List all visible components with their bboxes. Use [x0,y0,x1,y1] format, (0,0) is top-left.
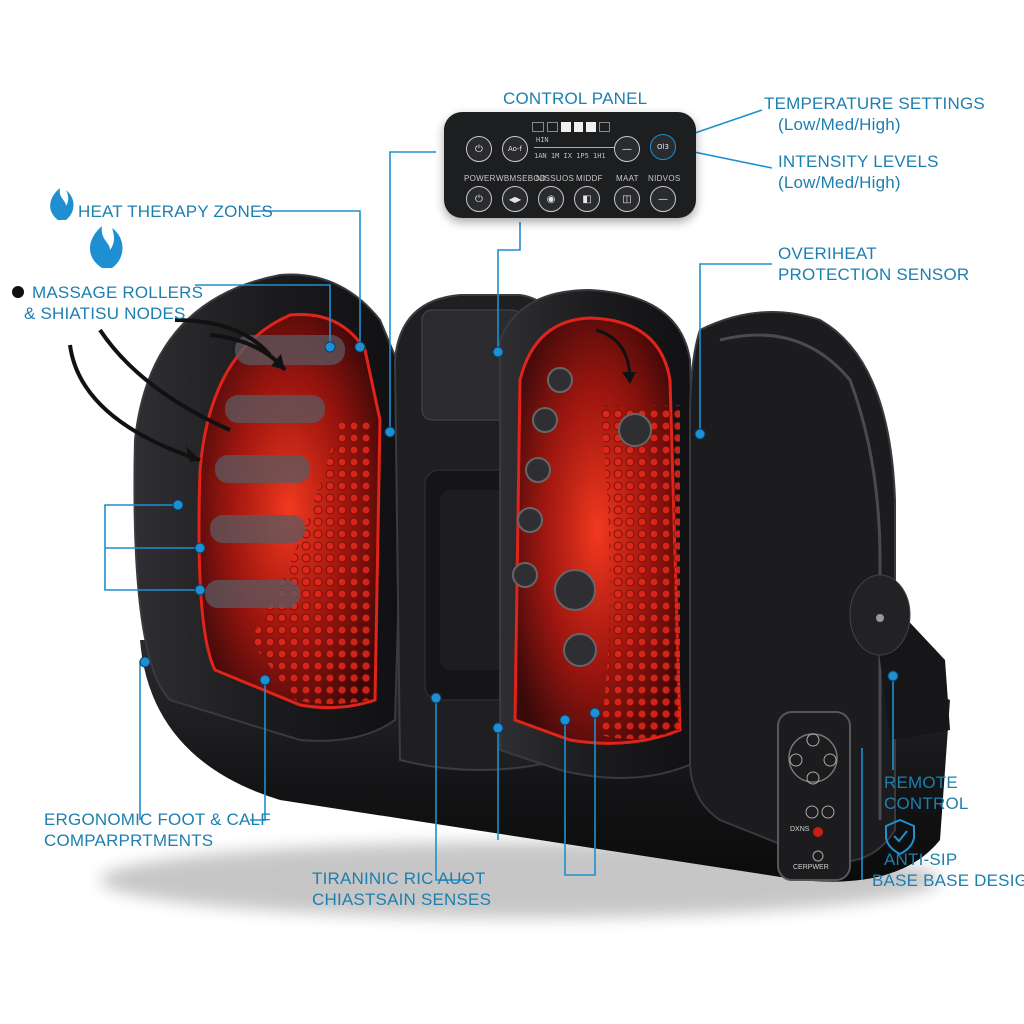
right-rollers [512,367,652,667]
panel-minus-top-button[interactable]: — [614,136,640,162]
panel-caption: POWER [464,174,496,183]
label-ergonomic-compartments: ERGONOMIC FOOT & CALF COMPARPRTMENTS [44,810,271,850]
label-remote-control: REMOTE CONTROL [884,773,969,813]
label-anti-slip-base: ANTI-SIP BASE BASE DESIGN [872,850,1024,890]
panel-caption: NISSUOS [536,174,575,183]
bullet-icon [12,286,24,298]
label-temperature-settings: TEMPERATURE SETTINGS (Low/Med/High) [764,94,985,134]
left-nodes [250,420,372,704]
panel-heat-button[interactable]: ◫ [614,186,640,212]
remote-line: DXNS [790,826,810,833]
panel-caption: MAAT [616,174,639,183]
remote-control [777,711,851,881]
remote-brand: CERPWER [793,864,829,871]
panel-auto-top-button[interactable]: Ao-f [502,136,528,162]
label-sensors: TIRANINIC RIC AUOT CHIASTSAIN SENSES [312,869,492,909]
callout-dots [139,139,899,734]
label-overheat-protection: OVERIHEAT PROTECTION SENSOR [778,244,970,284]
flame-icon [50,188,74,220]
right-nodes [600,405,680,739]
panel-caption: WBMSEBOD [496,174,546,183]
panel-display-text: HIN [536,136,549,144]
label-massage-rollers: MASSAGE ROLLERS & SHIATISU NODES [24,283,204,323]
panel-speed-button[interactable]: — [650,186,676,212]
panel-led-bar [532,122,610,132]
control-panel-display: HIN 1AN 1M IX 1P5 1H1 ⏻ Ao-f — Ol3 ⏻ ◀▶ … [444,112,696,218]
panel-power-top-button[interactable]: ⏻ [466,136,492,162]
leader-lines [104,109,894,881]
panel-caption: NIDVOS [648,174,681,183]
label-control-panel: CONTROL PANEL [503,89,648,108]
panel-rollers-button[interactable]: ◉ [538,186,564,212]
left-rollers [205,335,345,608]
flame-icon [89,226,123,268]
label-intensity-levels: INTENSITY LEVELS (Low/Med/High) [778,152,939,192]
panel-mode-button[interactable]: ◀▶ [502,186,528,212]
panel-caption: MIDDF [576,174,603,183]
shield-icon [885,818,915,856]
panel-power-button[interactable]: ⏻ [466,186,492,212]
panel-mid-button[interactable]: ◧ [574,186,600,212]
panel-scale: 1AN 1M IX 1P5 1H1 [534,152,606,160]
panel-temp-top-button[interactable]: Ol3 [650,134,676,160]
label-heat-therapy-zones: HEAT THERAPY ZONES [78,202,274,221]
